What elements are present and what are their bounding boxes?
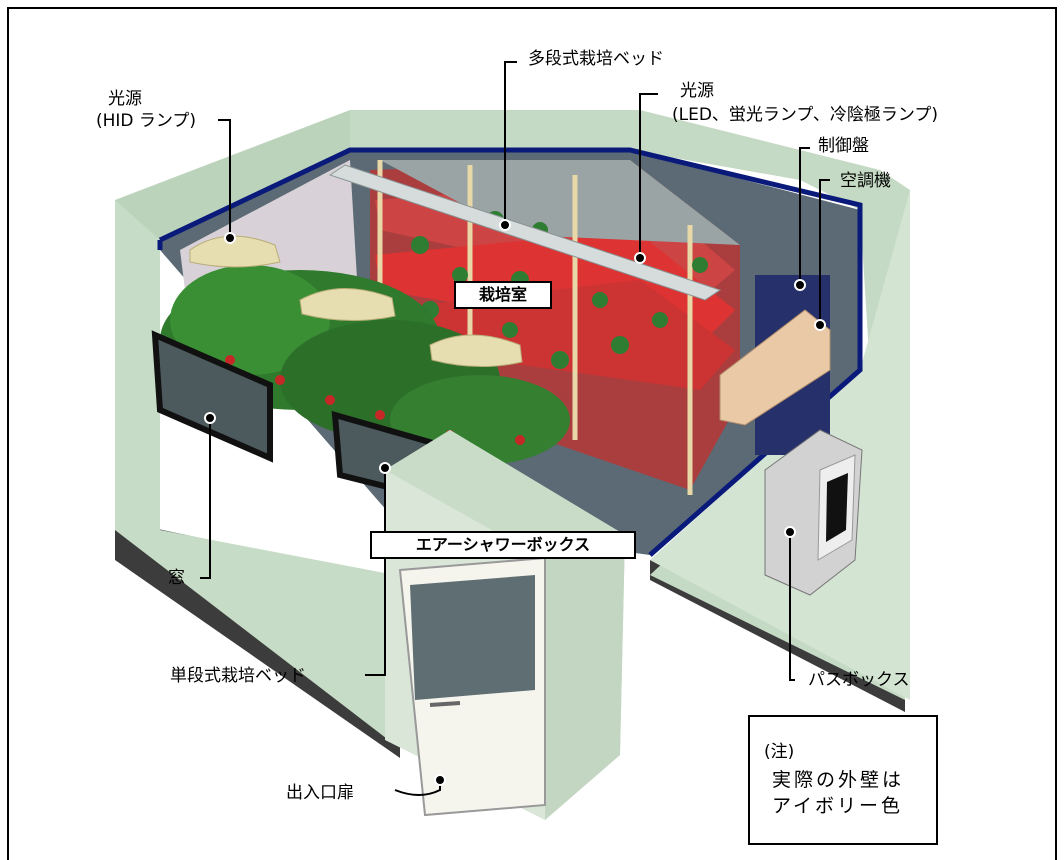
label-hid-light-detail: (HID ランプ) [96,111,197,131]
label-window: 窓 [168,568,185,588]
led-light-bar [328,164,722,301]
label-entrance-door: 出入口扉 [286,783,354,803]
air-conditioner-unit [719,309,831,426]
label-control-panel: 制御盤 [818,136,869,156]
label-led-light-detail: (LED、蛍光ランプ、冷陰極ランプ) [672,105,939,125]
windows [151,330,443,504]
single-tier-plants [160,265,570,465]
entrance-door-unit [398,556,546,817]
left-back-wall [115,110,350,525]
left-front-wall [115,200,395,745]
note-line-1: 実際の外壁は [772,769,905,791]
figure-frame [7,7,1057,860]
label-multi-tier-bed: 多段式栽培ベッド [528,49,664,69]
label-hid-light-title: 光源 [108,89,142,109]
note-title: (注) [764,742,795,762]
label-air-shower-box: エアーシャワーボックス [370,531,636,559]
label-cultivation-room: 栽培室 [454,281,552,309]
label-air-conditioner: 空調機 [840,171,891,191]
label-led-light-title: 光源 [680,81,714,101]
label-pass-box: パスボックス [808,670,910,690]
note-line-2: アイボリー色 [772,795,904,817]
hid-lamps [189,235,523,367]
label-single-tier-bed: 単段式栽培ベッド [170,666,306,686]
note-box: (注) 実際の外壁は アイボリー色 [748,715,938,845]
marker-dots [204,219,826,786]
